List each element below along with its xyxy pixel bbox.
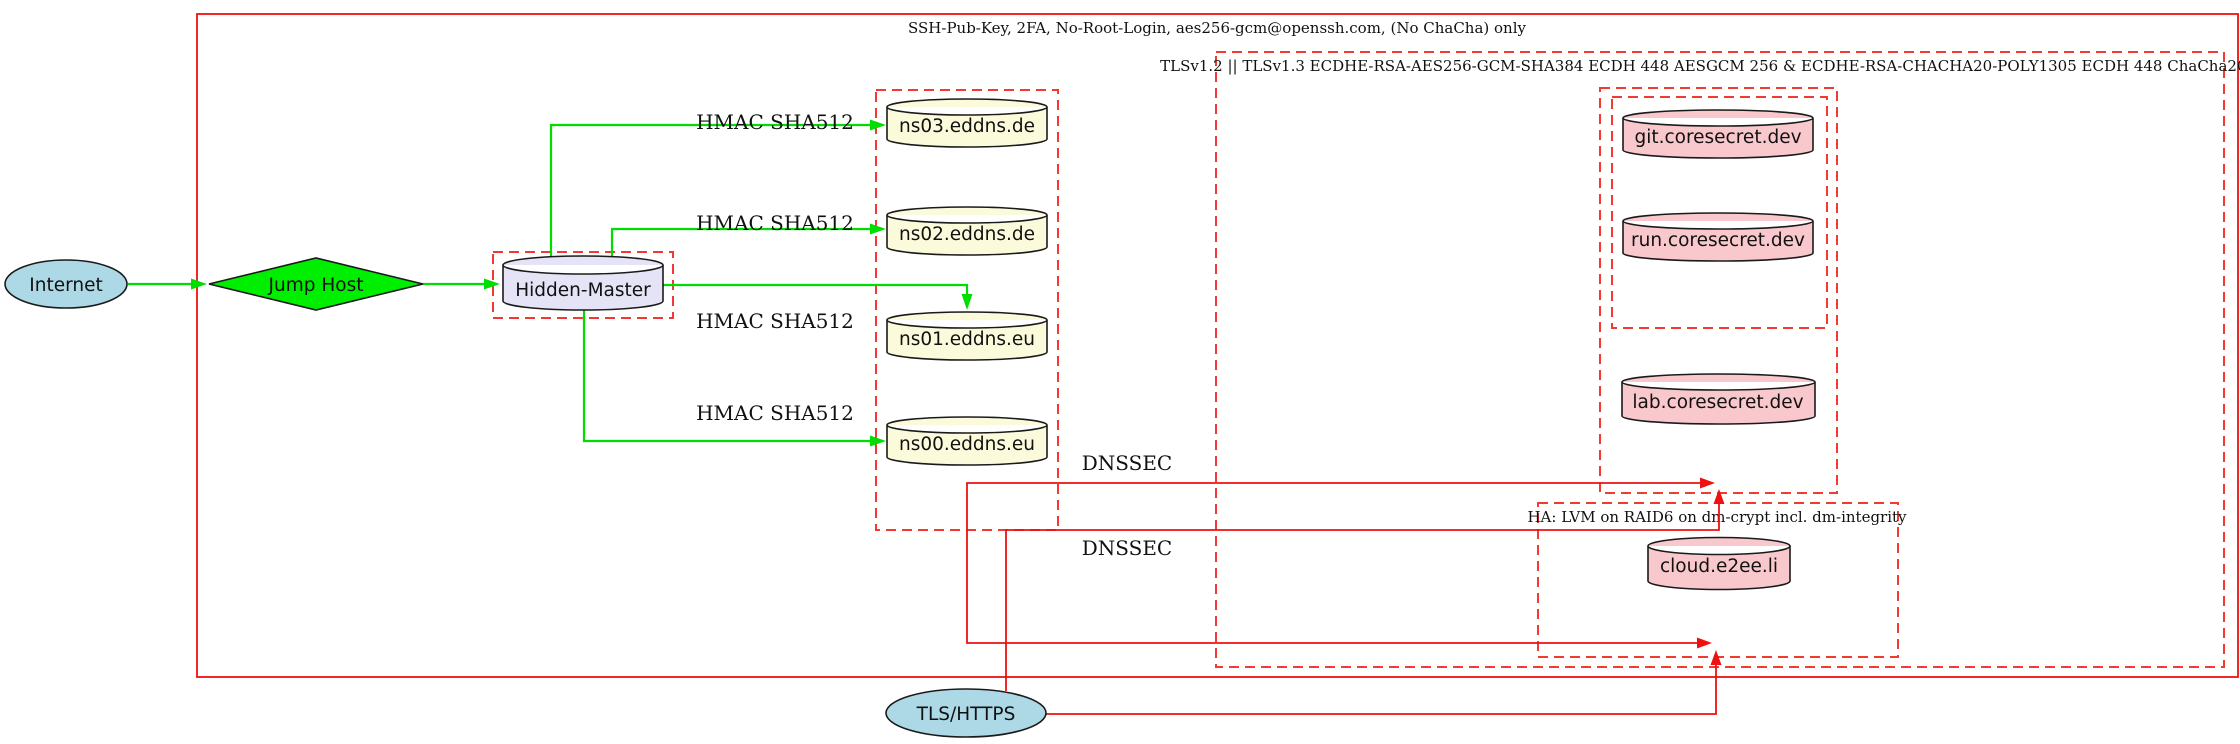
node-ns00-shape <box>886 416 1048 466</box>
arrowhead-ns03 <box>870 119 886 131</box>
arrowhead-dnssec-lower <box>1697 637 1712 649</box>
cluster-tls: TLSv1.2 || TLSv1.3 ECDHE-RSA-AES256-GCM-… <box>1160 51 2240 668</box>
arrowhead-tls-coresecret <box>1713 489 1725 504</box>
arrowhead-dnssec-upper <box>1700 477 1715 489</box>
cluster-ssh-label: SSH-Pub-Key, 2FA, No-Root-Login, aes256-… <box>908 19 1527 37</box>
edge-label-dnssec-1: DNSSEC <box>1082 451 1173 475</box>
node-ns00: ns00.eddns.eu <box>886 416 1048 466</box>
node-ns02: ns02.eddns.de <box>886 206 1048 256</box>
arrowhead-ns01 <box>961 294 973 310</box>
node-ns03-shape <box>886 98 1048 148</box>
arrowhead-tls-ha <box>1710 650 1722 665</box>
node-hidden-master-label: Hidden-Master <box>515 280 651 301</box>
edge-tls-ha <box>1045 664 1717 715</box>
edge-hiddenmaster-ns02 <box>610 227 871 259</box>
node-tls-https-shape <box>885 688 1047 738</box>
arrowhead-jumphost-hiddenmaster <box>484 278 500 290</box>
node-git-shape <box>1622 109 1814 159</box>
node-tls-https: TLS/HTTPS <box>885 688 1047 738</box>
cluster-ssh: SSH-Pub-Key, 2FA, No-Root-Login, aes256-… <box>196 13 2239 678</box>
edge-hiddenmaster-ns03 <box>549 123 871 259</box>
node-tls-https-label: TLS/HTTPS <box>916 704 1016 725</box>
node-run-shape <box>1622 212 1814 262</box>
node-ns01: ns01.eddns.eu <box>886 311 1048 361</box>
edge-labels: HMAC SHA512 HMAC SHA512 HMAC SHA512 HMAC… <box>696 110 1172 560</box>
edge-hiddenmaster-ns00 <box>582 305 871 443</box>
edge-label-hmac-ns00: HMAC SHA512 <box>696 401 854 425</box>
node-lab: lab.coresecret.dev <box>1621 373 1816 425</box>
edges-red <box>966 477 1725 715</box>
node-ns03: ns03.eddns.de <box>886 98 1048 148</box>
arrowhead-ns02 <box>870 223 886 235</box>
cluster-ssh-border <box>196 13 2239 678</box>
cluster-tls-label: TLSv1.2 || TLSv1.3 ECDHE-RSA-AES256-GCM-… <box>1160 57 2240 75</box>
node-hidden-master: Hidden-Master <box>502 255 664 311</box>
node-jump-host-label: Jump Host <box>268 275 364 296</box>
node-internet-label: Internet <box>29 275 102 296</box>
cluster-gitrun-border <box>1611 96 1828 329</box>
node-run: run.coresecret.dev <box>1622 212 1814 262</box>
node-git: git.coresecret.dev <box>1622 109 1814 159</box>
node-internet: Internet <box>4 259 128 309</box>
edge-label-hmac-ns03: HMAC SHA512 <box>696 110 854 134</box>
edge-label-hmac-ns01: HMAC SHA512 <box>696 309 854 333</box>
node-cloud: cloud.e2ee.li <box>1647 536 1791 591</box>
node-cloud-shape <box>1647 536 1791 591</box>
cluster-ha-label: HA: LVM on RAID6 on dm-crypt incl. dm-in… <box>1527 508 1907 526</box>
node-ns00-label: ns00.eddns.eu <box>899 434 1035 455</box>
node-ns02-shape <box>886 206 1048 256</box>
node-ns02-label: ns02.eddns.de <box>899 224 1035 245</box>
node-jump-host: Jump Host <box>208 257 424 311</box>
node-ns01-shape <box>886 311 1048 361</box>
edge-label-hmac-ns02: HMAC SHA512 <box>696 211 854 235</box>
node-hidden-master-shape <box>502 255 664 311</box>
cluster-tls-border <box>1215 51 2225 668</box>
node-git-label: git.coresecret.dev <box>1634 127 1801 148</box>
node-ns03-label: ns03.eddns.de <box>899 116 1035 137</box>
node-ns01-label: ns01.eddns.eu <box>899 329 1035 350</box>
node-lab-label: lab.coresecret.dev <box>1632 392 1803 413</box>
edge-dnssec-upper <box>966 482 1701 644</box>
edge-tls-coresecret <box>1005 503 1720 691</box>
node-lab-shape <box>1621 373 1816 425</box>
edge-hiddenmaster-ns01 <box>663 283 969 295</box>
node-internet-shape <box>4 259 128 309</box>
edges-green <box>128 119 973 447</box>
arrowhead-ns00 <box>870 435 886 447</box>
node-cloud-label: cloud.e2ee.li <box>1660 556 1778 577</box>
arrowhead-internet-jumphost <box>191 278 207 290</box>
node-jump-host-shape <box>208 257 424 311</box>
edge-label-dnssec-2: DNSSEC <box>1082 536 1173 560</box>
node-run-label: run.coresecret.dev <box>1631 230 1805 251</box>
